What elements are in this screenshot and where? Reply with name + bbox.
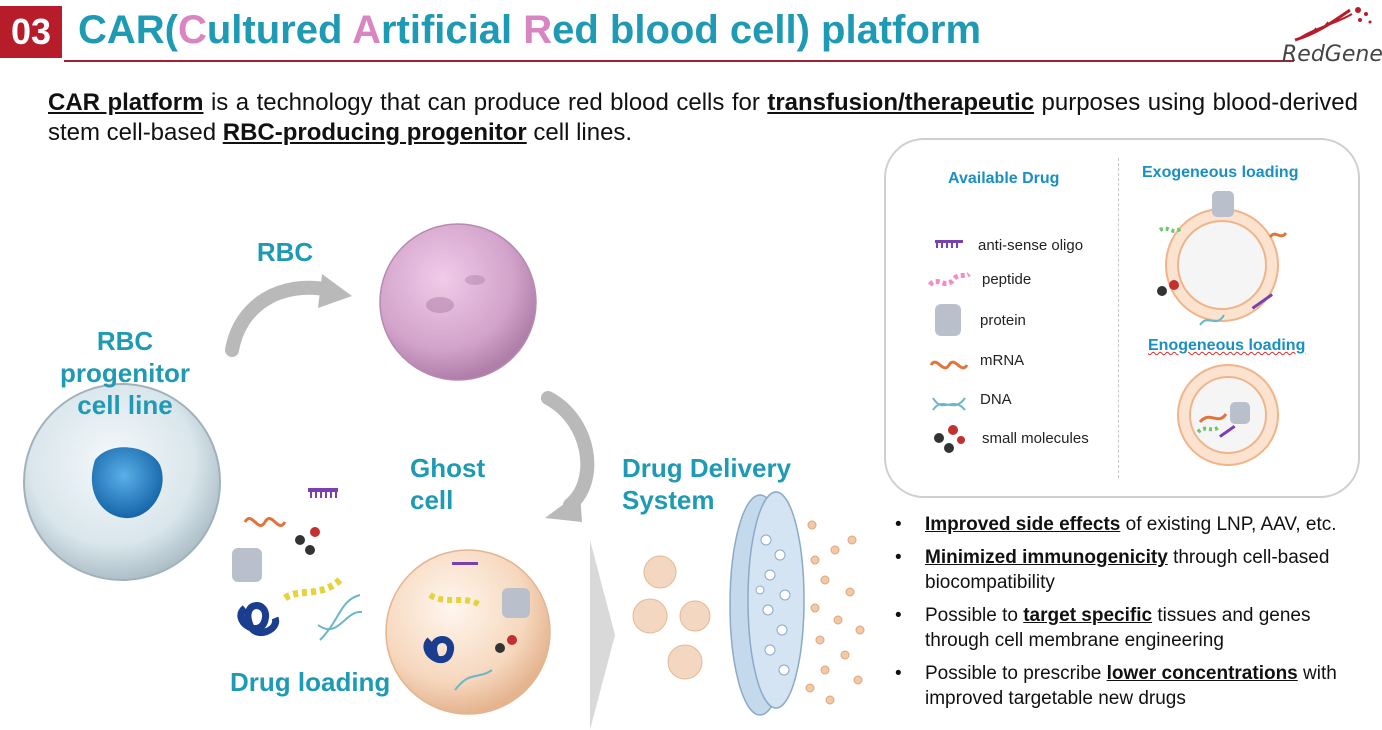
- arrow-to-rbc-icon: [225, 280, 337, 357]
- section-number: 03: [0, 6, 62, 58]
- intro-text: purposes using blood-derived stem cell-b…: [48, 89, 1358, 146]
- intro-keyword: RBC-producing progenitor: [222, 119, 527, 146]
- benefit-item: Possible to prescribe lower concentratio…: [895, 661, 1365, 711]
- small-molecule-icon: [934, 425, 965, 453]
- logo-text: RedGene: [1282, 42, 1382, 67]
- peptide-icon: [927, 271, 971, 287]
- rbc-label: RBC: [256, 237, 314, 267]
- benefit-text: through cell-based biocompatibility: [925, 547, 1330, 593]
- free-drugs-icon: [232, 488, 363, 641]
- benefit-item: Minimized immunogenicity through cell-ba…: [895, 545, 1365, 595]
- enogeneous-loading-icon: [1177, 364, 1279, 466]
- title-part: A: [352, 8, 381, 52]
- protein-icon: [935, 304, 961, 336]
- intro-text: is a technology that can produce red blo…: [203, 89, 768, 116]
- dna-icon: [932, 397, 966, 411]
- drug-loading-label: Drug loading: [230, 667, 391, 697]
- enogeneous-loading-title: Enogeneous loading: [1148, 337, 1306, 354]
- panel-divider: [1118, 158, 1119, 478]
- rbc-cell-icon: [379, 223, 537, 381]
- benefit-keyword: Minimized immunogenicity: [925, 547, 1168, 568]
- released-drug-dots-icon: [805, 520, 865, 705]
- exogeneous-loading-title: Exogeneous loading: [1142, 164, 1299, 181]
- title-part: ultured: [206, 8, 353, 52]
- cell-membrane-icon: [729, 491, 805, 716]
- exogeneous-loading-icon: [1157, 191, 1288, 326]
- mrna-icon: [929, 360, 969, 370]
- drug-item-mrna: mRNA: [980, 352, 1025, 369]
- intro-paragraph: CAR platform is a technology that can pr…: [48, 88, 1358, 148]
- anti-sense-oligo-icon: [935, 240, 963, 248]
- intro-keyword: CAR platform: [48, 89, 204, 116]
- benefit-item: Possible to target specific tissues and …: [895, 603, 1365, 653]
- progenitor-cell-icon: [23, 383, 221, 581]
- benefit-keyword: lower concentrations: [1106, 663, 1298, 684]
- page-title: CAR(Cultured Artificial Red blood cell) …: [78, 8, 981, 53]
- drug-item-small-molecules: small molecules: [982, 430, 1089, 447]
- available-drug-title: Available Drug: [948, 170, 1060, 187]
- benefit-text: of existing LNP, AAV, etc.: [1120, 514, 1337, 535]
- car-process-diagram: [23, 223, 865, 716]
- benefit-keyword: Improved side effects: [925, 514, 1121, 535]
- benefits-list: Improved side effects of existing LNP, A…: [895, 512, 1365, 719]
- benefit-text: tissues and genes through cell membrane …: [925, 605, 1311, 651]
- intro-keyword: transfusion/therapeutic: [767, 89, 1035, 116]
- drug-item-anti-sense-oligo: anti-sense oligo: [978, 237, 1084, 254]
- benefit-text: with improved targetable new drugs: [925, 663, 1337, 709]
- drug-icons-column: [927, 240, 971, 453]
- title-part: ed blood cell) platform: [552, 8, 982, 52]
- title-part: R: [523, 8, 553, 52]
- redgene-logo-icon: [1294, 7, 1372, 42]
- ghost-cell-icon: [385, 549, 551, 715]
- intro-text: cell lines.: [526, 119, 633, 146]
- drug-item-peptide: peptide: [982, 271, 1032, 288]
- arrow-to-ghost-icon: [541, 391, 595, 512]
- title-part: CAR(: [78, 8, 178, 52]
- benefit-text: Possible to: [925, 605, 1024, 626]
- title-part: C: [177, 8, 207, 52]
- drug-item-protein: protein: [980, 312, 1026, 329]
- benefit-keyword: target specific: [1023, 605, 1153, 626]
- title-part: rtificial: [380, 8, 524, 52]
- drug-item-dna: DNA: [980, 391, 1012, 408]
- title-divider: [64, 60, 1294, 62]
- benefit-text: Possible to prescribe: [925, 663, 1107, 684]
- delivery-particles-icon: [632, 555, 711, 680]
- process-chevron-icon: [590, 540, 615, 730]
- benefit-item: Improved side effects of existing LNP, A…: [895, 512, 1365, 537]
